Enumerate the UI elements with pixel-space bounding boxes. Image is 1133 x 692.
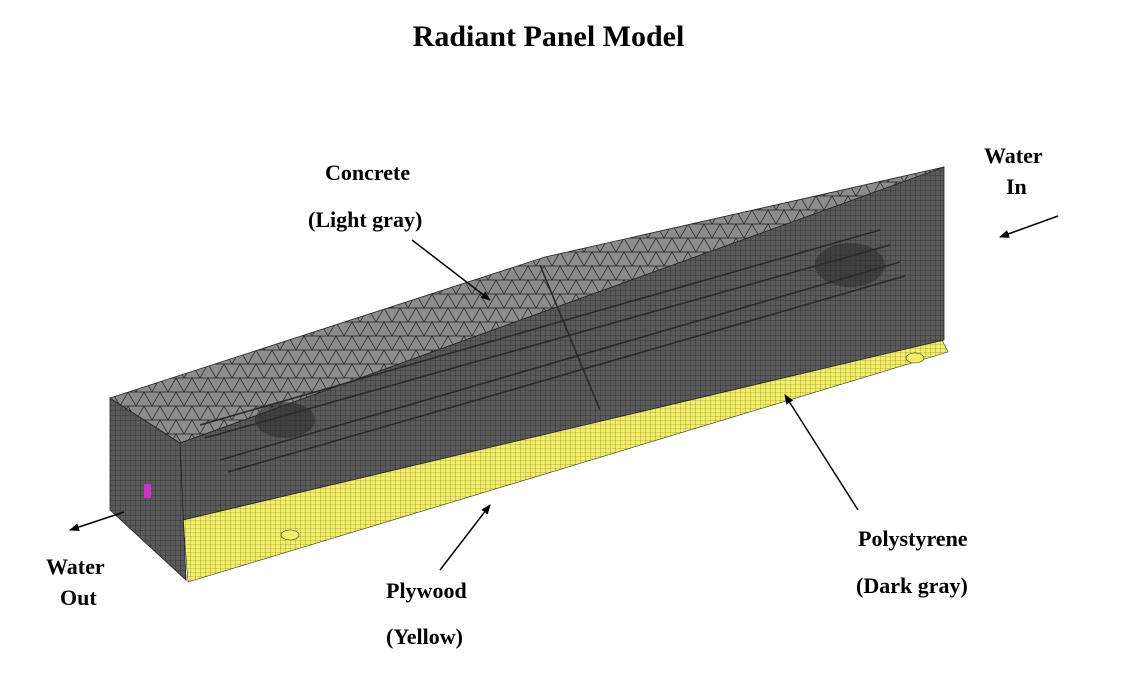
manifold-regions xyxy=(255,243,885,438)
water-out-label-line2: Out xyxy=(60,585,97,610)
water-in-label-line2: In xyxy=(1006,174,1027,199)
water-in-arrow xyxy=(999,215,1059,238)
fitting-marker-right xyxy=(905,352,925,364)
concrete-leader-line xyxy=(411,239,491,301)
concrete-color-note: (Light gray) xyxy=(308,207,423,232)
plywood-color-note: (Yellow) xyxy=(386,624,463,649)
fitting-marker-left xyxy=(280,529,300,541)
water-out-label-line1: Water xyxy=(46,554,105,579)
plywood-label: Plywood xyxy=(386,578,467,603)
polystyrene-color-note: (Dark gray) xyxy=(856,573,968,598)
polystyrene-leader-line xyxy=(784,394,859,511)
concrete-top-face xyxy=(109,166,945,444)
plywood-leader-line xyxy=(439,504,491,571)
polystyrene-label: Polystyrene xyxy=(858,526,968,551)
water-in-label-line1: Water xyxy=(984,143,1043,168)
water-out-arrow xyxy=(69,511,125,531)
diagram-title: Radiant Panel Model xyxy=(412,20,685,53)
outlet-marker xyxy=(144,484,151,498)
concrete-label: Concrete xyxy=(325,160,411,185)
water-channels xyxy=(199,229,906,473)
